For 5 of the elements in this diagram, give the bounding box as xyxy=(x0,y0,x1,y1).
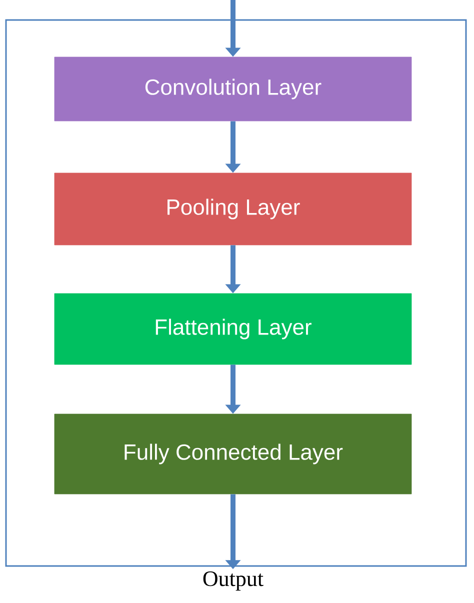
output-label: Output xyxy=(203,571,264,591)
layer-box: Fully Connected Layer xyxy=(54,414,412,494)
layer-box: Pooling Layer xyxy=(54,172,412,246)
layer-box: Convolution Layer xyxy=(54,56,412,122)
layer-box: Flattening Layer xyxy=(54,293,412,365)
